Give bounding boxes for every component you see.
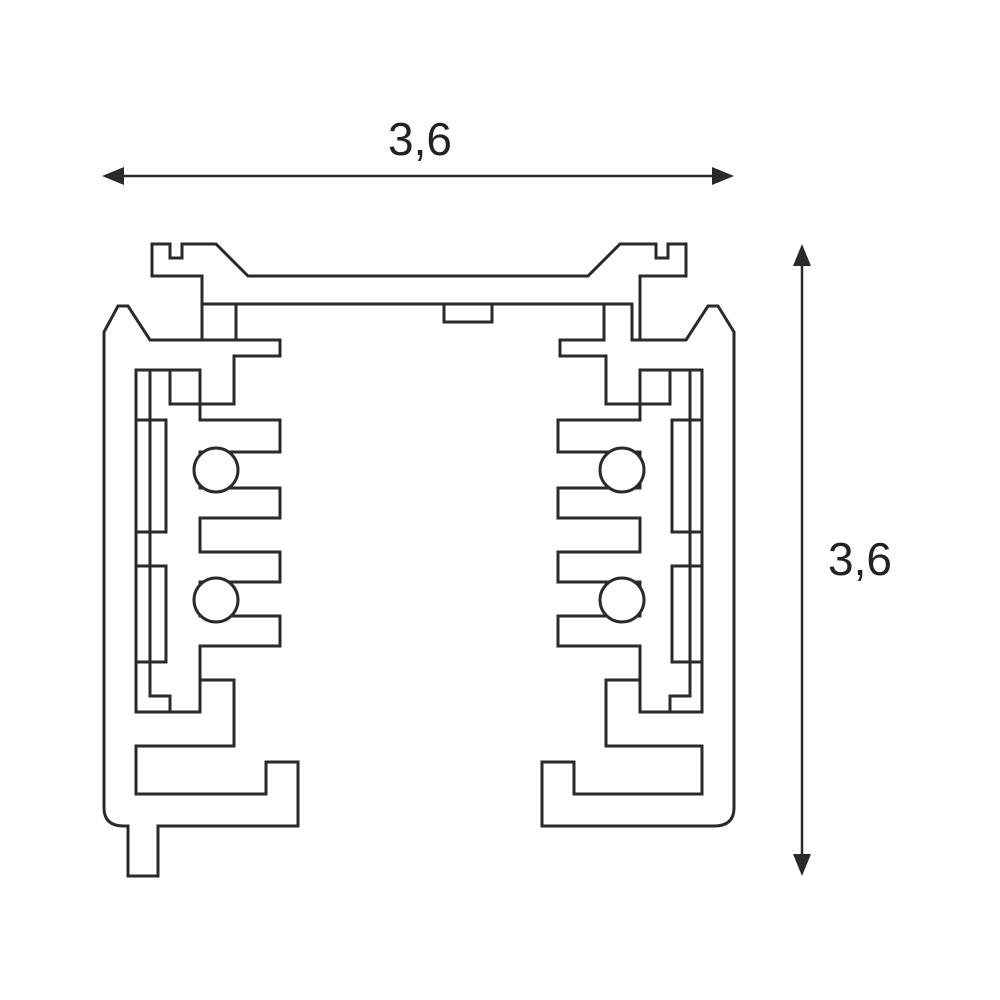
left-conductor-upper xyxy=(192,446,240,494)
height-label: 3,6 xyxy=(828,533,892,585)
left-housing xyxy=(102,302,300,878)
right-conductor-lower xyxy=(598,576,646,624)
height-arrow-top xyxy=(793,244,811,266)
left-conductor-lower xyxy=(192,576,240,624)
width-label: 3,6 xyxy=(388,113,452,165)
height-dimension: 3,6 xyxy=(793,244,892,876)
right-housing xyxy=(540,302,736,828)
right-insulator-slot-lower xyxy=(670,564,704,664)
height-arrow-bottom xyxy=(793,854,811,876)
right-conductor-upper xyxy=(598,446,646,494)
left-insulator-slot-lower xyxy=(134,564,168,664)
right-insulator-slot-upper xyxy=(670,418,704,534)
width-arrow-right xyxy=(712,167,734,185)
top-web-groove xyxy=(442,304,494,324)
top-rail xyxy=(150,242,688,342)
left-conductor-carrier xyxy=(148,368,282,714)
left-insulator-slot-upper xyxy=(134,418,168,534)
width-arrow-left xyxy=(102,167,124,185)
track-profile xyxy=(102,242,736,878)
right-conductor-carrier xyxy=(556,368,692,714)
width-dimension: 3,6 xyxy=(102,113,734,185)
